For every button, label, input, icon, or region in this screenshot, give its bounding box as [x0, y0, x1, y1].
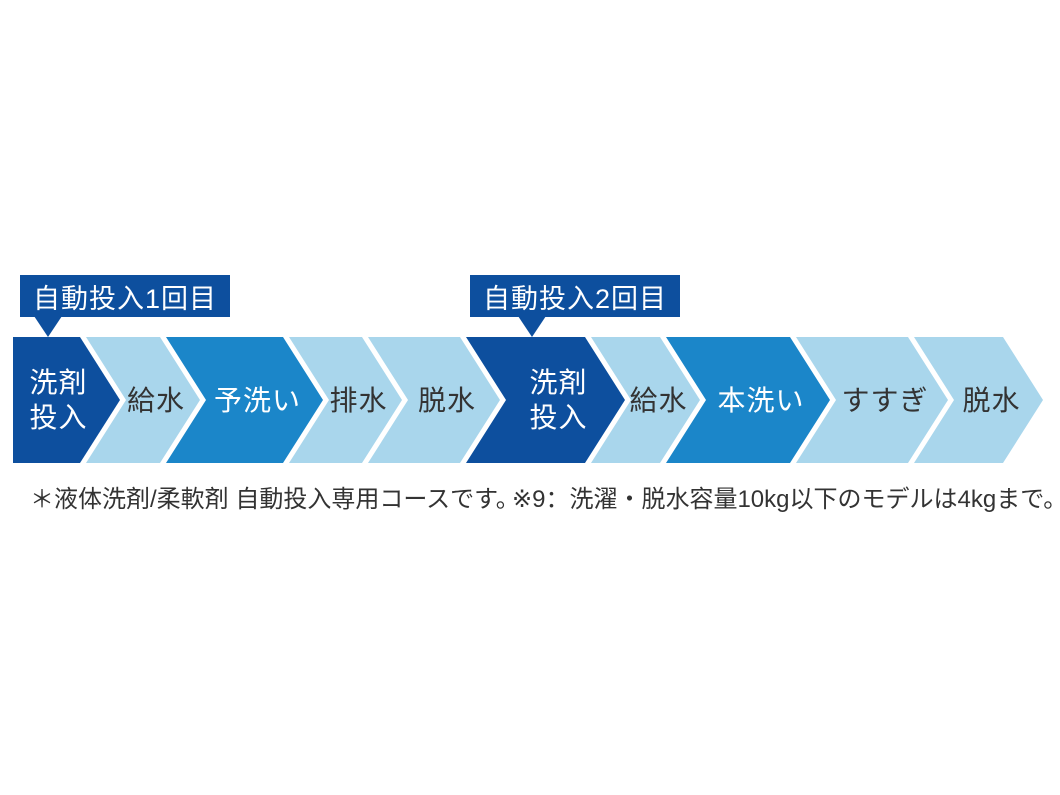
footnote-course-note: ＊液体洗剤/柔軟剤 自動投入専用コースです。 — [30, 486, 520, 513]
process-flow: 洗剤 投入 給水 予洗い 排水 脱水 洗剤 投入 給水 本洗い すすぎ 脱水 — [0, 337, 1060, 463]
footnote-capacity-note: ※9：洗濯・脱水容量10kg以下のモデルは4kgまで。 — [512, 486, 1060, 513]
callout-auto-dose-1: 自動投入1回目 — [20, 275, 231, 317]
callout-pointer-down-icon — [34, 316, 62, 337]
callout-auto-dose-2: 自動投入2回目 — [470, 275, 681, 317]
callout-pointer-down-icon — [518, 316, 546, 337]
